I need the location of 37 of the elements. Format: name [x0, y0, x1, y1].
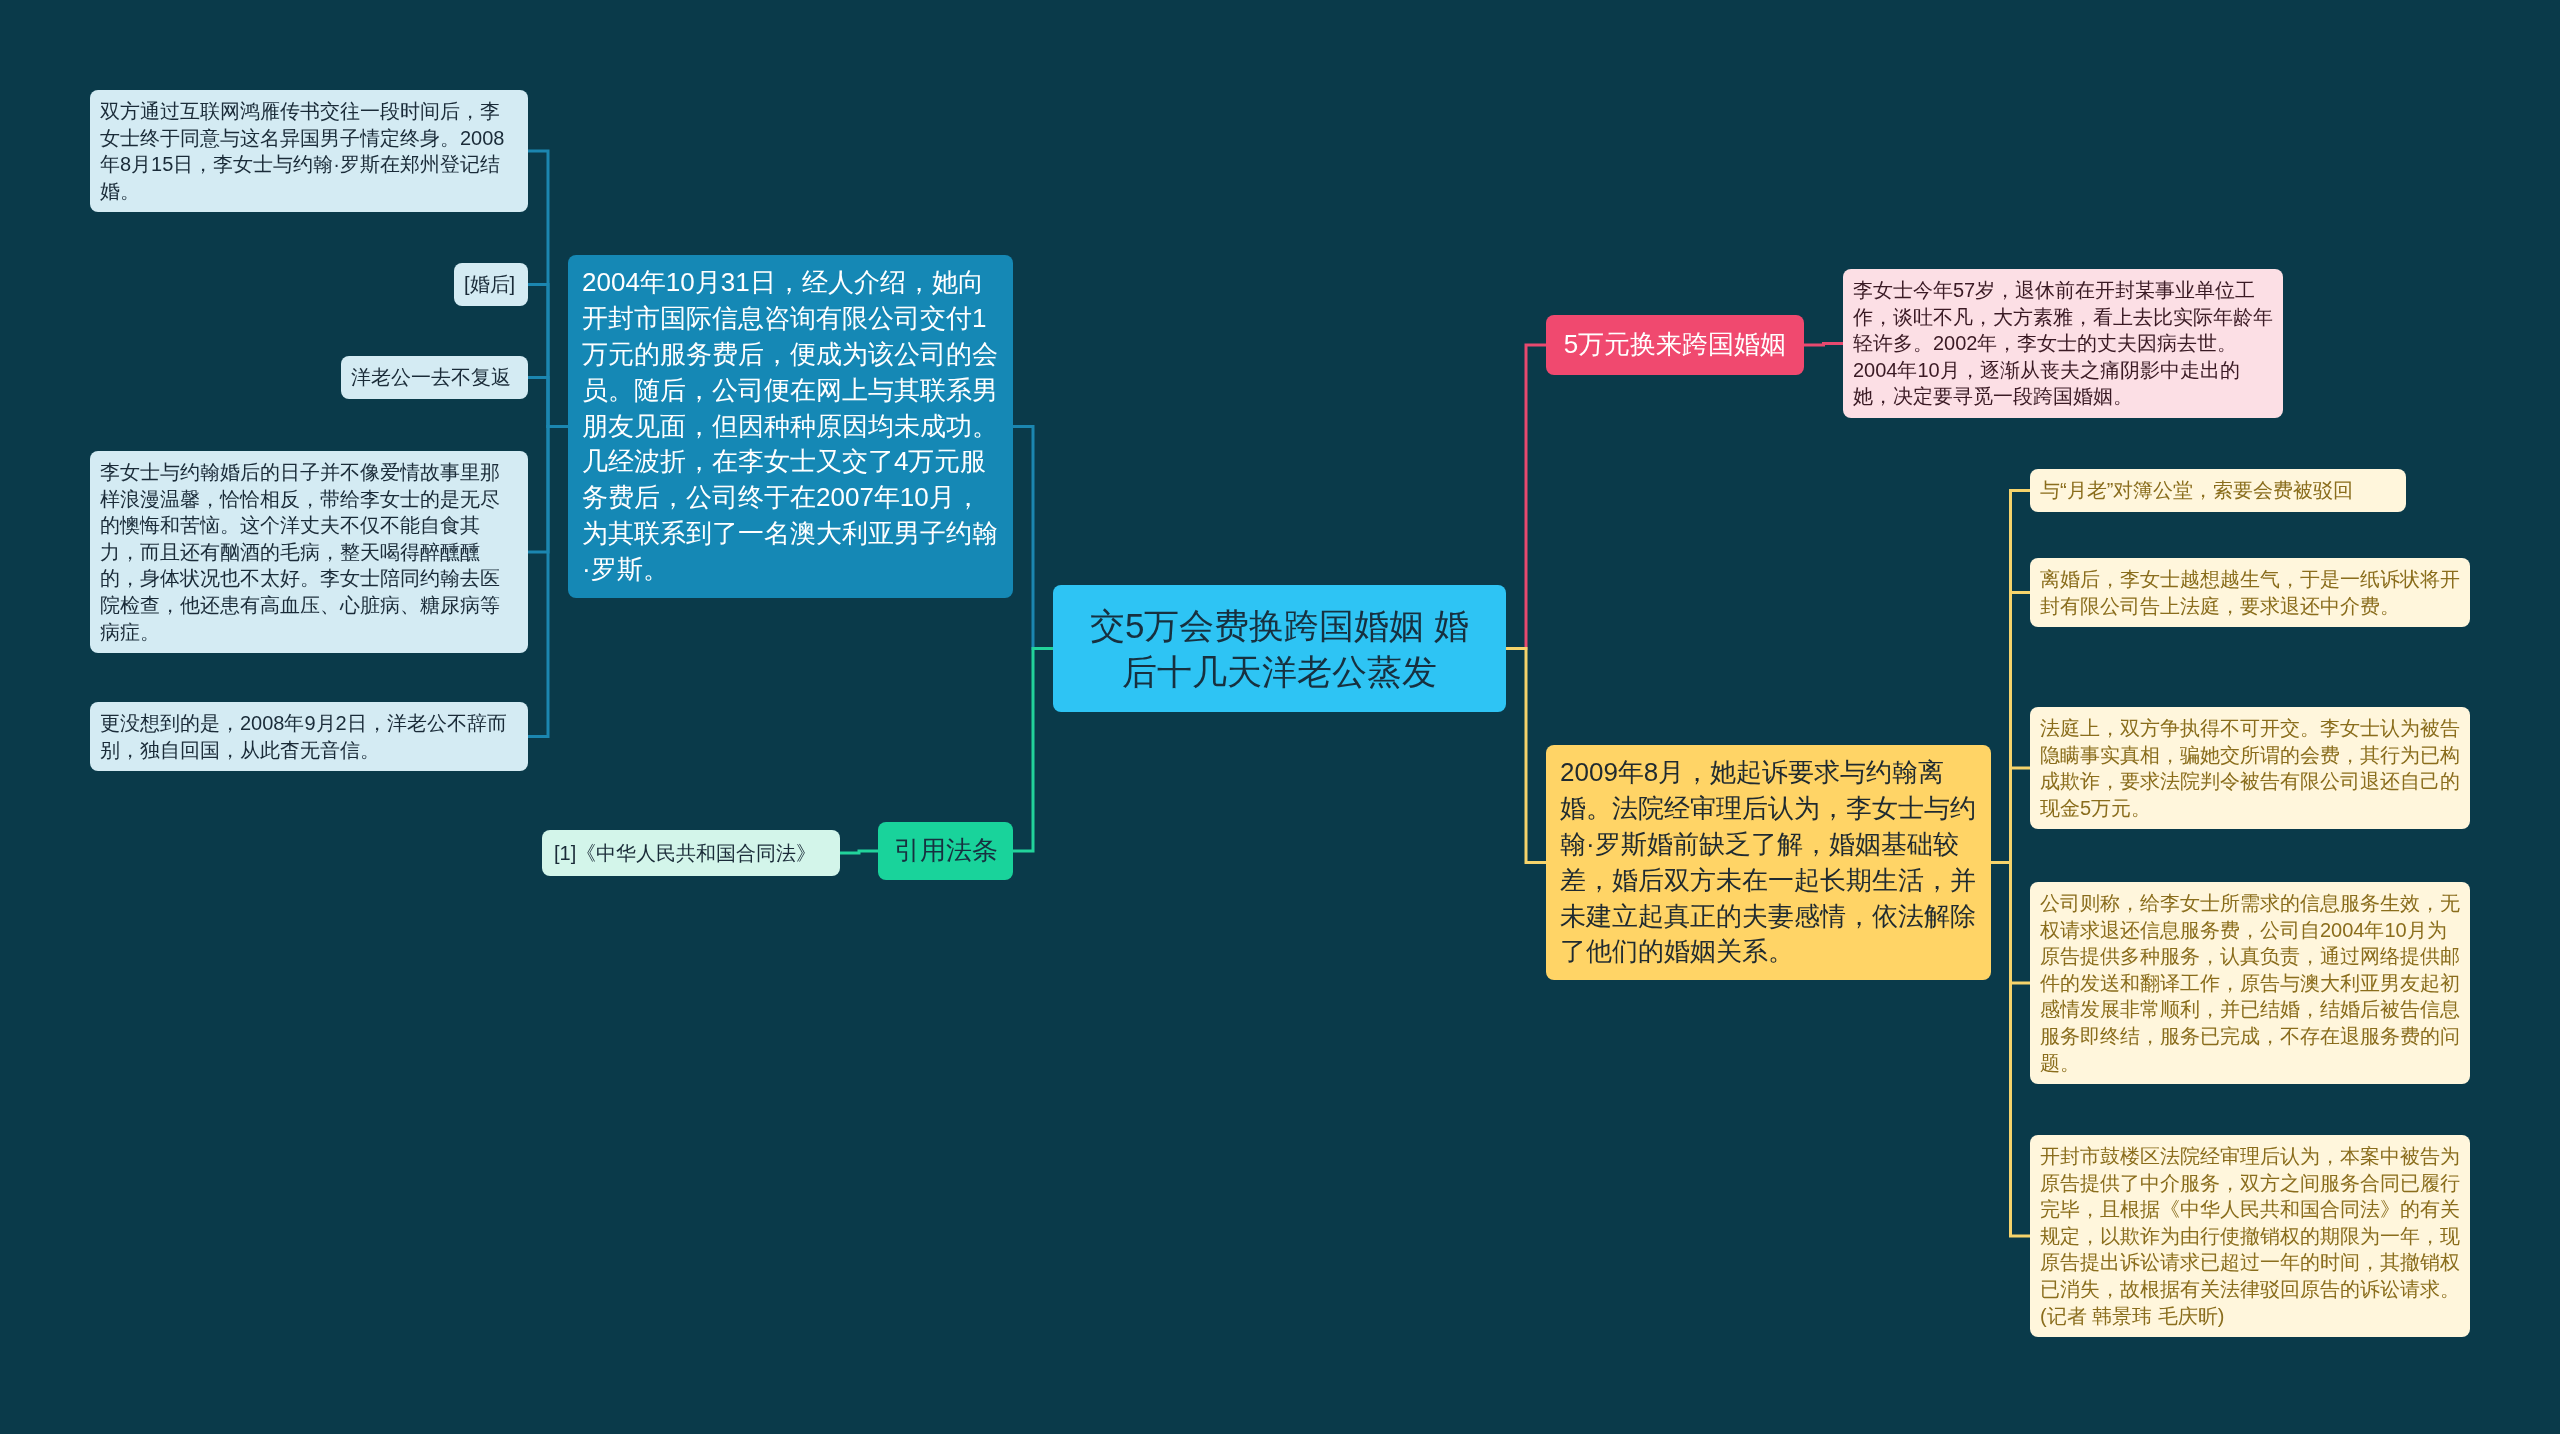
leaf-box: [341, 356, 528, 399]
node-text: 离婚后，李女士越想越生气，于是一纸诉状将开封有限公司告上法庭，要求退还中介费。: [2040, 567, 2460, 619]
leaf-box: [90, 702, 528, 772]
leaf-box: [2030, 469, 2406, 512]
node-text: 与“月老”对簿公堂，索要会费被驳回: [2040, 478, 2355, 503]
node-text: 更没想到的是，2008年9月2日，洋老公不辞而别，独自回国，从此杳无音信。: [100, 711, 508, 763]
leaf-box: [1843, 269, 2283, 418]
leaf-box: [542, 830, 840, 876]
node-text: 5万元换来跨国婚姻: [1562, 328, 1788, 361]
topic-box: [1053, 585, 1506, 712]
node-text: 开封市鼓楼区法院经审理后认为，本案中被告为原告提供了中介服务，双方之间服务合同已履行完毕，且根据《中华人民共和国合同法》的有关规定，以欺诈为由行使撤销权的期限为一年，现原告提出诉讼请求已超过一年的时间，其撤销权已消失，故根据有关法律驳回原告的诉讼请求。(记者 韩景玮 毛庆昕): [2040, 1144, 2460, 1329]
leaf-box: [454, 263, 528, 306]
connector-line: [1506, 647, 1546, 864]
leaf-box: [90, 451, 528, 654]
branch-box: [878, 822, 1013, 880]
connector-line: [528, 425, 568, 738]
node-text: 2004年10月31日，经人介绍，她向开封市国际信息咨询有限公司交付1万元的服务费后，便成为该公司的会员。随后，公司便在网上与其联系男朋友见面，但因种种原因均未成功。几经波折，在李女士又交了4万元服务费后，公司终于在2007年10月，为其联系到了一名澳大利亚男子约翰·罗斯。: [582, 266, 999, 586]
node-text: 法庭上，双方争执得不可开交。李女士认为被告隐瞒事实真相，骗她交所谓的会费，其行为已构成欺诈，要求法院判令被告有限公司退还自己的现金5万元。: [2040, 716, 2460, 821]
node-text: 洋老公一去不复返: [351, 365, 512, 390]
node-text: 双方通过互联网鸿雁传书交往一段时间后，李女士终于同意与这名异国男子情定终身。2008年8月15日，李女士与约翰·罗斯在郑州登记结婚。: [100, 99, 506, 204]
connector-line: [1804, 342, 1843, 347]
node-text: 引用法条: [892, 834, 999, 867]
branch-box: [1546, 745, 1991, 981]
node-text: [婚后]: [464, 272, 517, 297]
leaf-box: [2030, 558, 2470, 628]
node-text: 交5万会费换跨国婚姻 婚后十几天洋老公蒸发: [1088, 605, 1471, 693]
leaf-box: [90, 90, 528, 213]
node-text: 李女士今年57岁，退休前在开封某事业单位工作，谈吐不凡，大方素雅，看上去比实际年龄年轻许多。2002年，李女士的丈夫因病去世。2004年10月，逐渐从丧夫之痛阴影中走出的她，决定要寻觅一段跨国婚姻。: [1853, 278, 2273, 410]
node-text: 李女士与约翰婚后的日子并不像爱情故事里那样浪漫温馨，恰恰相反，带给李女士的是无尽的懊悔和苦恼。这个洋丈夫不仅不能自食其力，而且还有酗酒的毛病，整天喝得醉醺醺的，身体状况也不太好。李女士陪同约翰去医院检查，他还患有高血压、心脏病、糖尿病等病症。: [100, 460, 501, 645]
node-text: [1]《中华人民共和国合同法》: [554, 841, 818, 866]
branch-box: [1546, 315, 1804, 375]
connector-line: [1013, 647, 1053, 853]
connector-line: [1991, 861, 2030, 1238]
node-text: 公司则称，给李女士所需求的信息服务生效，无权请求退还信息服务费，公司自2004年10月为原告提供多种服务，认真负责，通过网络提供邮件的发送和翻译工作，原告与澳大利亚男友起初感情发展非常顺利，并已结婚，结婚后被告信息服务即终结，服务已完成，不存在退服务费的问题。: [2040, 891, 2460, 1076]
leaf-box: [2030, 707, 2470, 830]
connector-line: [840, 849, 878, 855]
node-text: 2009年8月，她起诉要求与约翰离婚。法院经审理后认为，李女士与约翰·罗斯婚前缺乏了解，婚姻基础较差，婚后双方未在一起长期生活，并未建立起真正的夫妻感情，依法解除了他们的婚姻关系。: [1560, 756, 1977, 969]
